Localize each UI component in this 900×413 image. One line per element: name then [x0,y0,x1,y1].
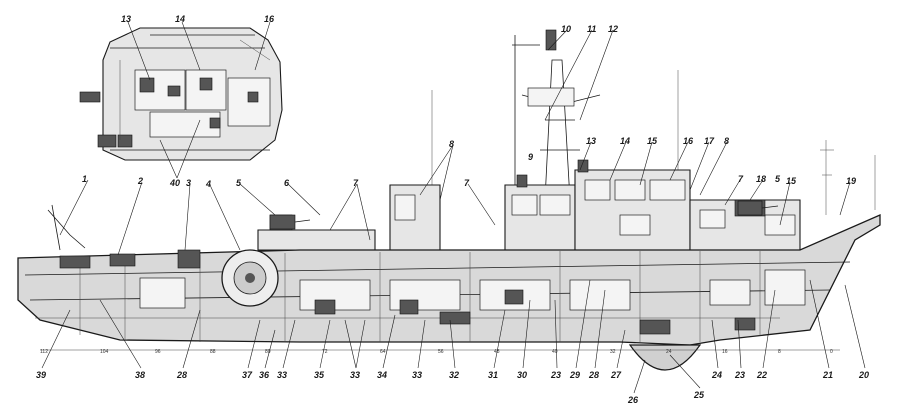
callout-label: 16 [264,14,275,24]
callout-label: 28 [588,370,599,380]
callout-label: 30 [517,370,527,380]
frame-number: 16 [722,349,728,355]
frame-number: 56 [438,349,444,355]
callout-label: 4 [205,179,211,189]
frame-number: 112 [40,349,48,355]
callout-label: 14 [620,136,630,146]
callout-label: 6 [284,178,290,188]
callout-label: 5 [775,174,781,184]
callouts-bottom: 39 38 28 37 36 33 35 33 34 33 32 31 30 2… [36,279,869,405]
callouts-top: 1 2 3 4 5 6 7 8 7 9 10 11 12 13 14 15 16… [59,24,856,256]
frame-number: 96 [155,349,161,355]
callout-label: 10 [561,24,571,34]
callout-label: 12 [608,24,618,34]
callout-label: 13 [121,14,131,24]
callout-label: 22 [756,370,767,380]
frame-number: 24 [666,349,672,355]
frame-number: 32 [610,349,616,355]
callout-label: 11 [587,24,596,34]
callout-label: 33 [277,370,287,380]
frame-scale: 112 104 96 88 80 72 64 56 48 40 32 24 16… [40,349,840,355]
callout-label: 21 [822,370,833,380]
callout-label: 35 [314,370,325,380]
callout-label: 40 [169,178,180,188]
callouts-plan: 13 14 16 40 [121,14,275,188]
frame-number: 80 [265,349,271,355]
callout-label: 36 [259,370,270,380]
callout-label: 7 [353,178,359,188]
main-mast [431,29,876,215]
callout-label: 26 [627,395,639,405]
callout-label: 25 [693,390,705,400]
callout-label: 9 [528,152,533,162]
callout-label: 23 [550,370,561,380]
callout-label: 32 [449,370,459,380]
callout-label: 29 [569,370,580,380]
callout-label: 17 [704,136,715,146]
callout-label: 33 [412,370,422,380]
callout-label: 39 [36,370,46,380]
frame-number: 40 [552,349,558,355]
superstructure [47,159,801,251]
frame-number: 72 [322,349,328,355]
callout-label: 27 [610,370,622,380]
callout-label: 28 [176,370,187,380]
callout-label: 33 [350,370,360,380]
callout-label: 1 [82,174,87,184]
callout-label: 2 [137,176,143,186]
callout-label: 3 [186,178,191,188]
callout-label: 13 [586,136,596,146]
callout-label: 8 [449,139,454,149]
callout-label: 34 [377,370,387,380]
callout-label: 18 [756,174,766,184]
callout-label: 15 [786,176,797,186]
callout-label: 24 [711,370,722,380]
callout-label: 7 [464,178,470,188]
callout-label: 16 [683,136,694,146]
frame-number: 64 [380,349,386,355]
callout-label: 14 [175,14,185,24]
frame-number: 104 [100,349,109,355]
frame-number: 8 [778,349,781,355]
frame-number: 0 [830,349,833,355]
callout-label: 15 [647,136,658,146]
callout-label: 5 [236,178,242,188]
callout-label: 20 [858,370,869,380]
callout-label: 23 [734,370,745,380]
callout-label: 37 [242,370,253,380]
callout-label: 38 [135,370,145,380]
callout-label: 31 [488,370,498,380]
callout-label: 8 [724,136,729,146]
callout-label: 19 [846,176,856,186]
frame-number: 88 [210,349,216,355]
deck-plan-inset [79,27,283,161]
hull [17,214,881,346]
callout-label: 7 [738,174,744,184]
deck-equipment [221,200,779,371]
